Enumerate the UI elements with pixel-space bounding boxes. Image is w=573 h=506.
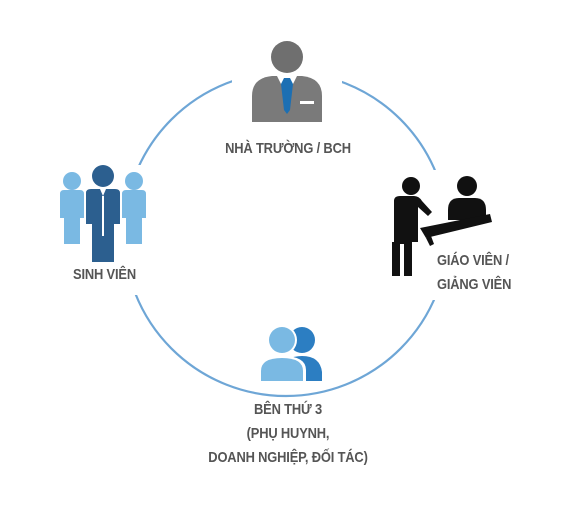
school-label-line: NHÀ TRƯỜNG / BCH (225, 140, 351, 157)
teachers-label-line-2: GIẢNG VIÊN (437, 276, 512, 293)
students-group-icon (60, 165, 146, 262)
businessman-icon (252, 41, 322, 122)
students-label: SINH VIÊN (59, 263, 149, 287)
third-party-label-line-2: (PHỤ HUYNH, (246, 425, 330, 442)
third-party-label-line-1: BÊN THỨ 3 (254, 401, 322, 418)
school-label: NHÀ TRƯỜNG / BCH (224, 137, 353, 161)
teachers-label: GIÁO VIÊN / GIẢNG VIÊN (437, 249, 540, 297)
third-party-label-line-3: DOANH NGHIỆP, ĐỐI TÁC) (208, 449, 368, 466)
teachers-label-line-1: GIÁO VIÊN / (437, 252, 509, 269)
teacher-desk-icon (392, 176, 492, 276)
students-label-line: SINH VIÊN (73, 266, 136, 283)
third-party-label: BÊN THỨ 3 (PHỤ HUYNH, DOANH NGHIỆP, ĐỐI … (202, 398, 374, 470)
two-people-icon (258, 325, 322, 381)
